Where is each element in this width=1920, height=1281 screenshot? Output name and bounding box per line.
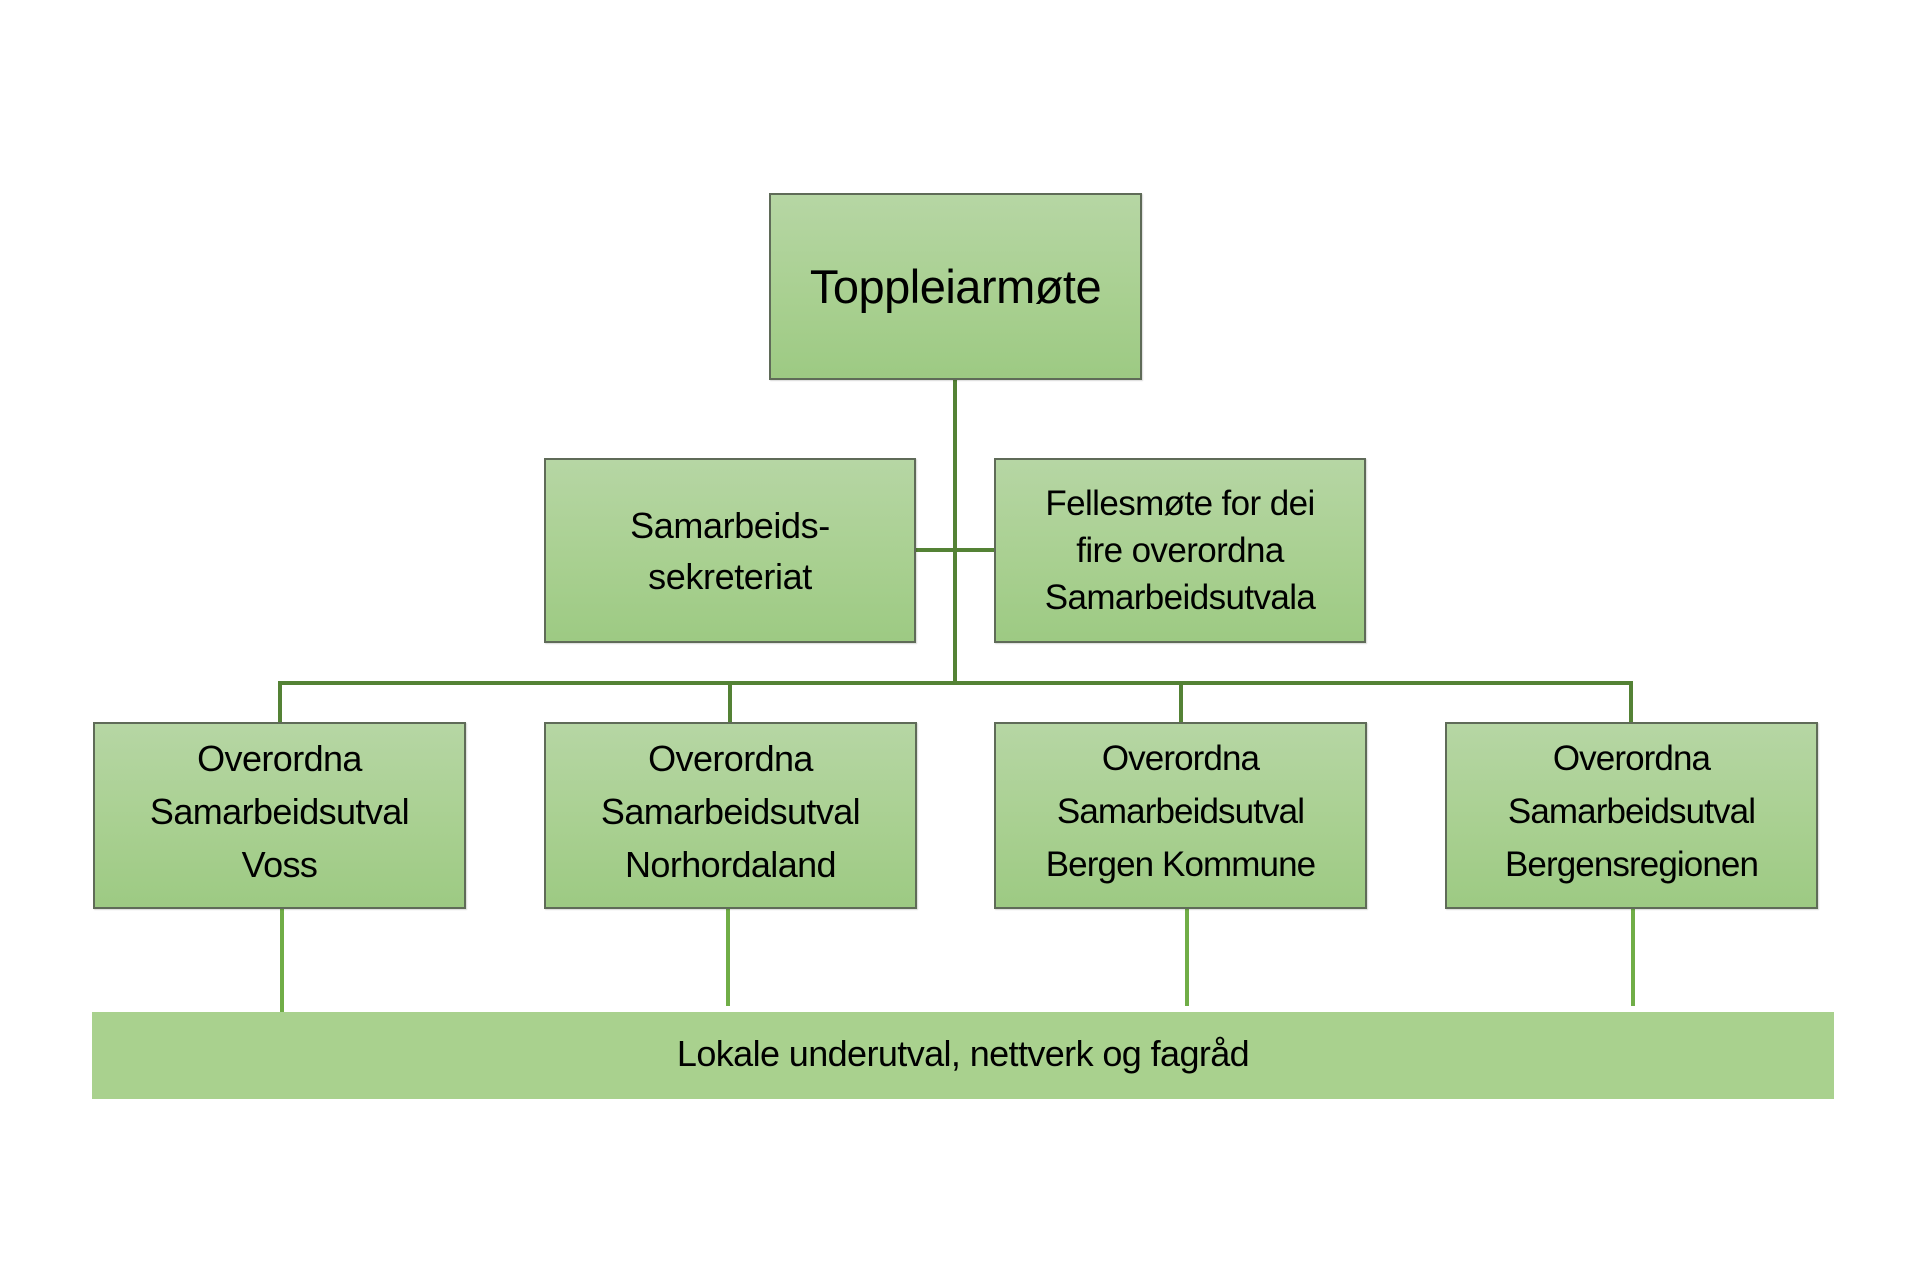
node-label: fire overordna [1076,531,1284,570]
node-label: Toppleiarmøte [809,260,1102,313]
local-subcommittees-bar: Lokale underutval, nettverk og fagråd [92,1012,1834,1099]
node-label: Bergensregionen [1504,845,1759,884]
node-label: Samarbeids- [630,504,830,546]
node-label: Overordna [197,738,362,779]
node-label: Overordna [1101,739,1260,778]
node-committee-norhordaland: Overordna Samarbeidsutval Norhordaland [544,722,917,909]
node-label: Fellesmøte for dei [1045,484,1315,523]
connector-voss-to-bar [280,908,284,1012]
connector-drop-voss [278,681,282,723]
node-label: Norhordaland [625,844,837,885]
connector-joint-meeting [955,548,995,552]
node-label: Samarbeidsutval [600,791,861,832]
node-label: Samarbeidsutval [1056,792,1305,831]
node-toppleiarmote: Toppleiarmøte [769,193,1142,380]
node-label: Samarbeidsutval [149,791,410,832]
node-committee-bergen-kommune: Overordna Samarbeidsutval Bergen Kommune [994,722,1367,909]
connector-drop-bergen-kommune [1179,681,1183,723]
node-label: Bergen Kommune [1045,845,1316,884]
connector-norhordaland-to-bar [726,904,730,1006]
bar-label: Lokale underutval, nettverk og fagråd [676,1032,1250,1074]
connector-bergen-kommune-to-bar [1185,904,1189,1006]
connector-secretariat [915,548,955,552]
node-label: Overordna [648,738,813,779]
connector-drop-bergensregionen [1629,681,1633,723]
connector-top-trunk [953,379,957,685]
node-label: Voss [241,844,318,885]
node-label: Overordna [1552,739,1711,778]
connector-committee-bus [278,681,1633,685]
node-fellesmote: Fellesmøte for dei fire overordna Samarb… [994,458,1366,643]
connector-bergensregionen-to-bar [1631,904,1635,1006]
connector-drop-norhordaland [728,681,732,723]
node-label: sekreteriat [648,555,812,597]
node-committee-voss: Overordna Samarbeidsutval Voss [93,722,466,909]
node-label: Samarbeidsutval [1507,792,1756,831]
node-label: Samarbeidsutvala [1044,578,1316,617]
node-samarbeidssekreteriat: Samarbeids- sekreteriat [544,458,916,643]
node-committee-bergensregionen: Overordna Samarbeidsutval Bergensregione… [1445,722,1818,909]
